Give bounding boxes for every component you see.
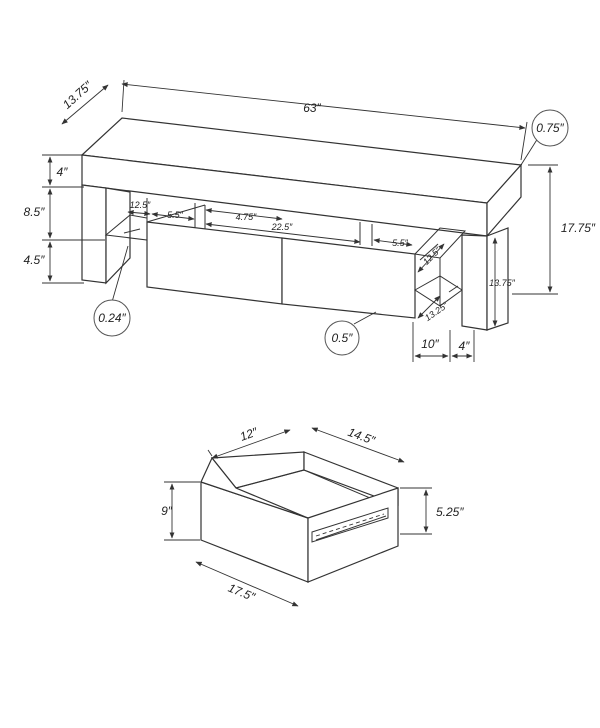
inner-gap-5-5-left-label: 5.5″ — [167, 210, 184, 220]
drawer-depth-12-label: 12″ — [238, 424, 260, 443]
tabletop-right-end — [486, 163, 522, 238]
drawer-span-22-5-label: 22.5″ — [271, 222, 294, 232]
right-leg — [461, 234, 488, 331]
drawer-drawing — [200, 451, 399, 583]
drawer-front-height-9-label: 9″ — [161, 504, 173, 518]
drawer-slide-rail — [311, 507, 389, 543]
right-drawer-front — [281, 237, 416, 319]
opening-8-5-label: 8.5″ — [24, 205, 46, 219]
left-drawer-front — [146, 221, 283, 305]
right-side-13-75-label: 13.75″ — [489, 278, 516, 288]
svg-text:0.5″: 0.5″ — [332, 331, 354, 345]
left-leg — [81, 184, 107, 284]
drawer-front-width-17-5-label: 17.5″ — [226, 581, 258, 605]
height-17-75-label: 17.75″ — [561, 221, 596, 235]
right-lower-shelf — [414, 275, 463, 307]
callout-0-75 — [531, 109, 569, 147]
drawer-side-5-25-label: 5.25″ — [436, 505, 464, 519]
side-shelf-12-5-label: 12.5″ — [130, 200, 152, 210]
tv-stand-drawing — [80, 117, 523, 331]
leg-4-label: 4″ — [459, 339, 471, 353]
width-63-label: 63″ — [303, 101, 321, 115]
leg-clearance-4-5-label: 4.5″ — [24, 253, 46, 267]
drawer-front-top — [200, 456, 309, 519]
lower-shelf-13-25-label: 13.25″ — [423, 300, 450, 323]
drawer-right-side — [307, 487, 399, 583]
depth-13-75-label: 13.75″ — [60, 78, 95, 112]
callout-0-5 — [324, 320, 360, 356]
svg-text:0.24″: 0.24″ — [98, 311, 126, 325]
compartment-10-label: 10″ — [421, 337, 439, 351]
callout-0-24 — [93, 299, 131, 337]
top-band-4-label: 4″ — [57, 165, 69, 179]
svg-text:0.75″: 0.75″ — [536, 121, 564, 135]
drawer-width-14-5-label: 14.5″ — [346, 425, 377, 448]
